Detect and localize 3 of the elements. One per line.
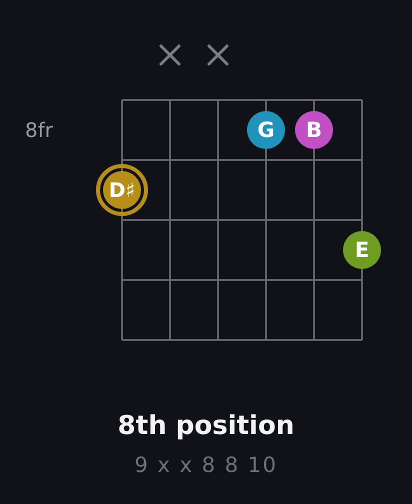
chord-title: 8th position <box>118 413 294 439</box>
fret-number-label: 8fr <box>25 120 53 140</box>
fingering-caption: 9 x x 8 8 10 <box>134 455 278 476</box>
